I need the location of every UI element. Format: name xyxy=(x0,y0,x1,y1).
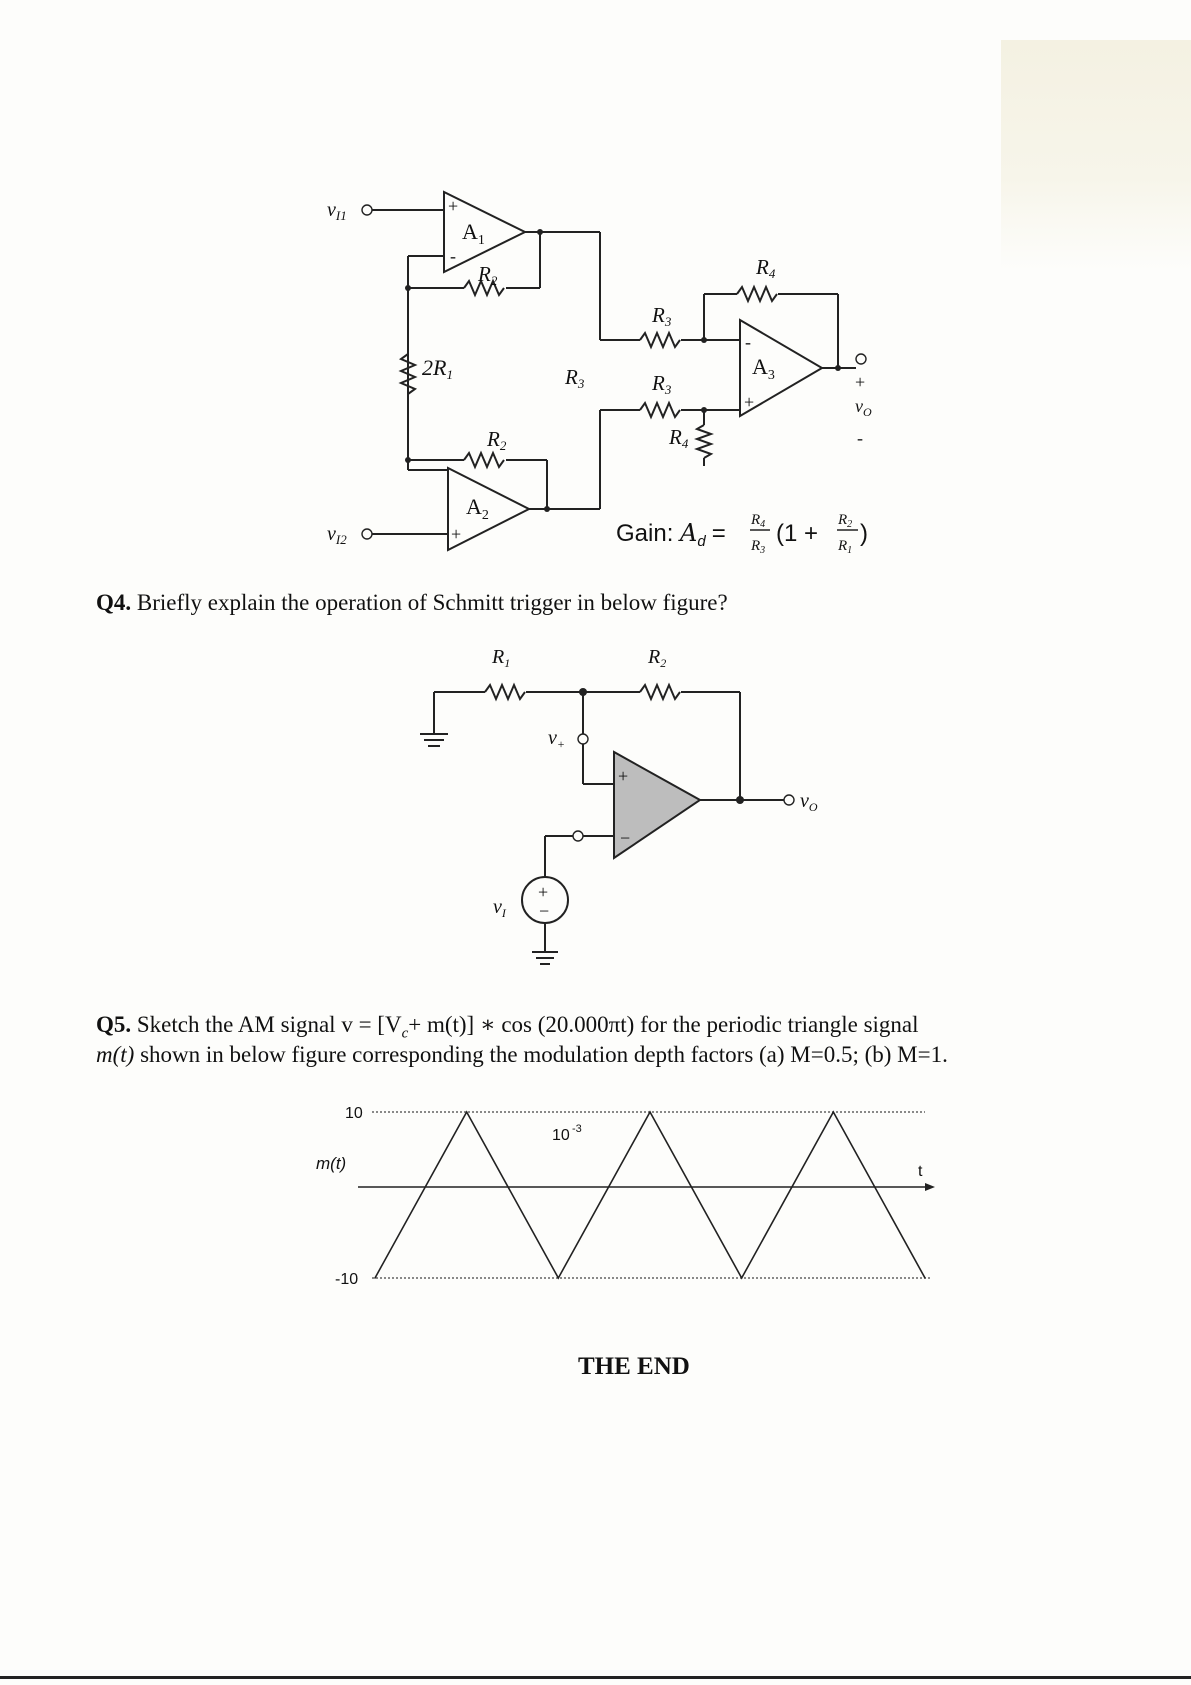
label-a2-plus: + xyxy=(451,524,461,544)
q5-number: Q5. xyxy=(96,1012,132,1037)
output-terminal xyxy=(855,353,867,365)
label-vo: vO xyxy=(800,790,818,814)
time-axis-arrow xyxy=(925,1183,935,1191)
x-axis-label: t xyxy=(918,1163,923,1180)
node-dot xyxy=(835,365,841,371)
gain-formula: Gain: Ad= xyxy=(616,519,726,550)
input2-terminal xyxy=(361,528,373,540)
series-line xyxy=(374,1110,926,1280)
label-minus-input: − xyxy=(620,828,630,848)
vplus-terminal xyxy=(577,733,589,745)
series-point xyxy=(924,1277,926,1279)
label-r2-top: R2 xyxy=(477,262,498,288)
resistor-r2-top xyxy=(463,278,505,298)
series-point xyxy=(465,1111,468,1113)
label-a3: A3 xyxy=(752,354,775,383)
opamp-a3 xyxy=(739,318,824,418)
gain-r1-den: R1 xyxy=(837,538,852,556)
node-dot xyxy=(701,337,707,343)
question-q5-line1: Q5. Sketch the AM signal v = [Vc+ m(t)] … xyxy=(96,1010,919,1049)
label-a1-plus: + xyxy=(448,196,458,216)
series-point xyxy=(740,1277,743,1279)
source-plus: + xyxy=(538,882,548,902)
input1-terminal xyxy=(361,204,373,216)
period-label: 10 xyxy=(552,1127,570,1144)
node-dot xyxy=(405,285,411,291)
instrumentation-amplifier-circuit: vI1 vI2 + - A1 R2 2R1 R2 A2 + R3 R3 R3 R… xyxy=(327,190,872,556)
the-end: THE END xyxy=(578,1353,690,1380)
label-vplus: v+ xyxy=(548,727,565,751)
label-vi: vI xyxy=(493,896,507,920)
label-a1-minus: - xyxy=(450,246,456,266)
gain-r4-num: R4 xyxy=(750,512,765,530)
q4-text: Briefly explain the operation of Schmitt… xyxy=(131,590,728,615)
label-r1: R1 xyxy=(491,646,510,670)
label-2r1: 2R1 xyxy=(422,355,453,382)
label-a3-plus: + xyxy=(744,392,754,412)
label-a3-minus: - xyxy=(745,332,751,352)
series-point xyxy=(557,1277,560,1279)
node-dot xyxy=(736,796,744,804)
question-q5-line2: m(t) shown in below figure corresponding… xyxy=(96,1040,948,1069)
inverting-terminal xyxy=(572,830,584,842)
resistor-2r1 xyxy=(398,353,418,395)
label-vo-plus: + xyxy=(855,372,865,392)
y-tick-min: -10 xyxy=(335,1271,358,1288)
opamp-a2 xyxy=(447,466,532,552)
gain-r2-num: R2 xyxy=(837,512,852,530)
label-a2: A2 xyxy=(466,494,489,523)
node-dot xyxy=(544,506,550,512)
vo-terminal xyxy=(783,794,795,806)
period-label-exponent: -3 xyxy=(572,1123,582,1135)
gain-paren-close: ) xyxy=(860,520,868,547)
q5-line2-text: shown in below figure corresponding the … xyxy=(134,1042,948,1067)
label-vo: vO xyxy=(855,396,872,419)
node-dot xyxy=(537,229,543,235)
resistor-r2-bottom xyxy=(463,450,505,470)
resistor-r1 xyxy=(484,682,526,702)
label-r3-top: R3 xyxy=(651,303,672,329)
triangle-signal-chart: 10-10m(t)t10-3 xyxy=(316,1105,935,1288)
scan-shading xyxy=(1001,40,1191,270)
source-minus: − xyxy=(539,901,549,921)
series-point xyxy=(832,1111,835,1113)
gain-paren-open: (1 + xyxy=(776,520,818,547)
label-plus-input: + xyxy=(618,766,628,786)
label-r2: R2 xyxy=(647,646,666,670)
question-q4: Q4. Briefly explain the operation of Sch… xyxy=(96,588,728,617)
q4-number: Q4. xyxy=(96,590,132,615)
q5-line1-text: Sketch the AM signal v = [V xyxy=(131,1012,402,1037)
label-a1: A1 xyxy=(462,219,485,248)
series-point xyxy=(374,1277,376,1279)
label-r3-mid: R3 xyxy=(564,365,585,391)
label-r4-top: R4 xyxy=(755,255,776,281)
label-r3-bottom: R3 xyxy=(651,371,672,397)
label-r2-bottom: R2 xyxy=(486,427,507,453)
y-tick-max: 10 xyxy=(345,1105,363,1122)
q5-vc-sub: c xyxy=(401,1025,409,1042)
y-axis-label: m(t) xyxy=(316,1154,346,1173)
q5-line1-rest: + m(t)] ∗ cos (20.000πt) for the periodi… xyxy=(408,1012,919,1037)
series-point xyxy=(649,1111,651,1113)
schmitt-trigger-circuit: R1 R2 v+ + − vO vI + − xyxy=(420,646,818,965)
resistor-r3-bottom xyxy=(639,400,681,420)
resistor-r3-top xyxy=(639,330,681,350)
opamp-schmitt xyxy=(613,750,702,860)
q5-mt: m(t) xyxy=(96,1042,135,1067)
gain-r3-den: R3 xyxy=(750,538,765,556)
label-vi1: vI1 xyxy=(327,199,347,223)
label-r4-bottom: R4 xyxy=(668,425,689,451)
opamp-a1 xyxy=(443,190,528,274)
page-bottom-edge xyxy=(0,1676,1191,1679)
resistor-r2 xyxy=(639,682,681,702)
label-vo-minus: - xyxy=(857,428,863,448)
resistor-r4-feedback xyxy=(736,284,778,304)
resistor-r4-ground xyxy=(694,424,714,459)
label-vi2: vI2 xyxy=(327,523,347,547)
